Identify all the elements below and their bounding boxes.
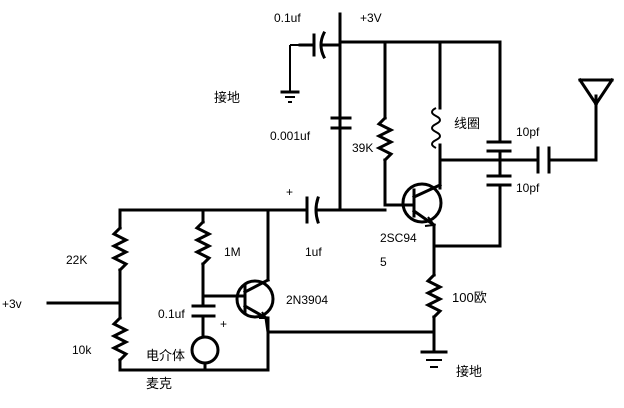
label-resistor-10k: 10k	[72, 343, 92, 357]
label-vin-left: +3v	[2, 297, 22, 311]
label-resistor-1m: 1M	[224, 245, 241, 259]
label-cap-10pf-1: 10pf	[516, 125, 540, 139]
antenna-coupling	[536, 94, 598, 174]
label-resistor-22k: 22K	[66, 253, 87, 267]
label-plus-2: +	[220, 317, 227, 331]
label-vcc-top: +3V	[360, 11, 382, 25]
resistor-100ohm	[424, 244, 444, 354]
label-cap-001: 0.001uf	[270, 129, 311, 143]
ground-symbol-top	[280, 90, 300, 103]
left-bias-network	[46, 208, 272, 372]
antenna-icon	[577, 77, 615, 107]
transistor-q2	[383, 182, 502, 248]
resistor-1m	[193, 208, 247, 308]
label-cap-10pf-2: 10pf	[516, 181, 540, 195]
label-resistor-100: 100欧	[452, 290, 487, 305]
label-ground-1: 接地	[214, 90, 240, 105]
cap-0-1uf-mic	[191, 304, 216, 338]
label-q2-a: 2SC94	[380, 231, 417, 245]
label-coil: 线圈	[454, 116, 480, 131]
label-q1: 2N3904	[286, 293, 328, 307]
label-mic-a: 电介体	[146, 348, 185, 363]
label-cap-1uf: 1uf	[305, 245, 322, 259]
top-supply-rail	[338, 12, 502, 212]
coil-inductor	[431, 40, 442, 190]
label-ground-2: 接地	[456, 364, 482, 379]
ground-symbol-bottom	[420, 350, 448, 368]
cap-0-1uf-top	[289, 30, 342, 92]
cap-1uf	[268, 196, 387, 224]
transistor-q1	[235, 208, 436, 334]
cap-0-001uf	[330, 116, 352, 130]
label-plus-1: +	[286, 185, 293, 199]
label-cap-01uf-mic: 0.1uf	[158, 307, 185, 321]
label-q2-b: 5	[380, 255, 387, 269]
label-cap-top: 0.1uf	[274, 11, 301, 25]
resistor-39k	[375, 40, 395, 207]
microphone-icon	[190, 335, 220, 372]
label-mic-b: 麦克	[146, 376, 172, 391]
label-resistor-39k: 39K	[352, 141, 373, 155]
cap-10pf-pair	[438, 140, 540, 248]
